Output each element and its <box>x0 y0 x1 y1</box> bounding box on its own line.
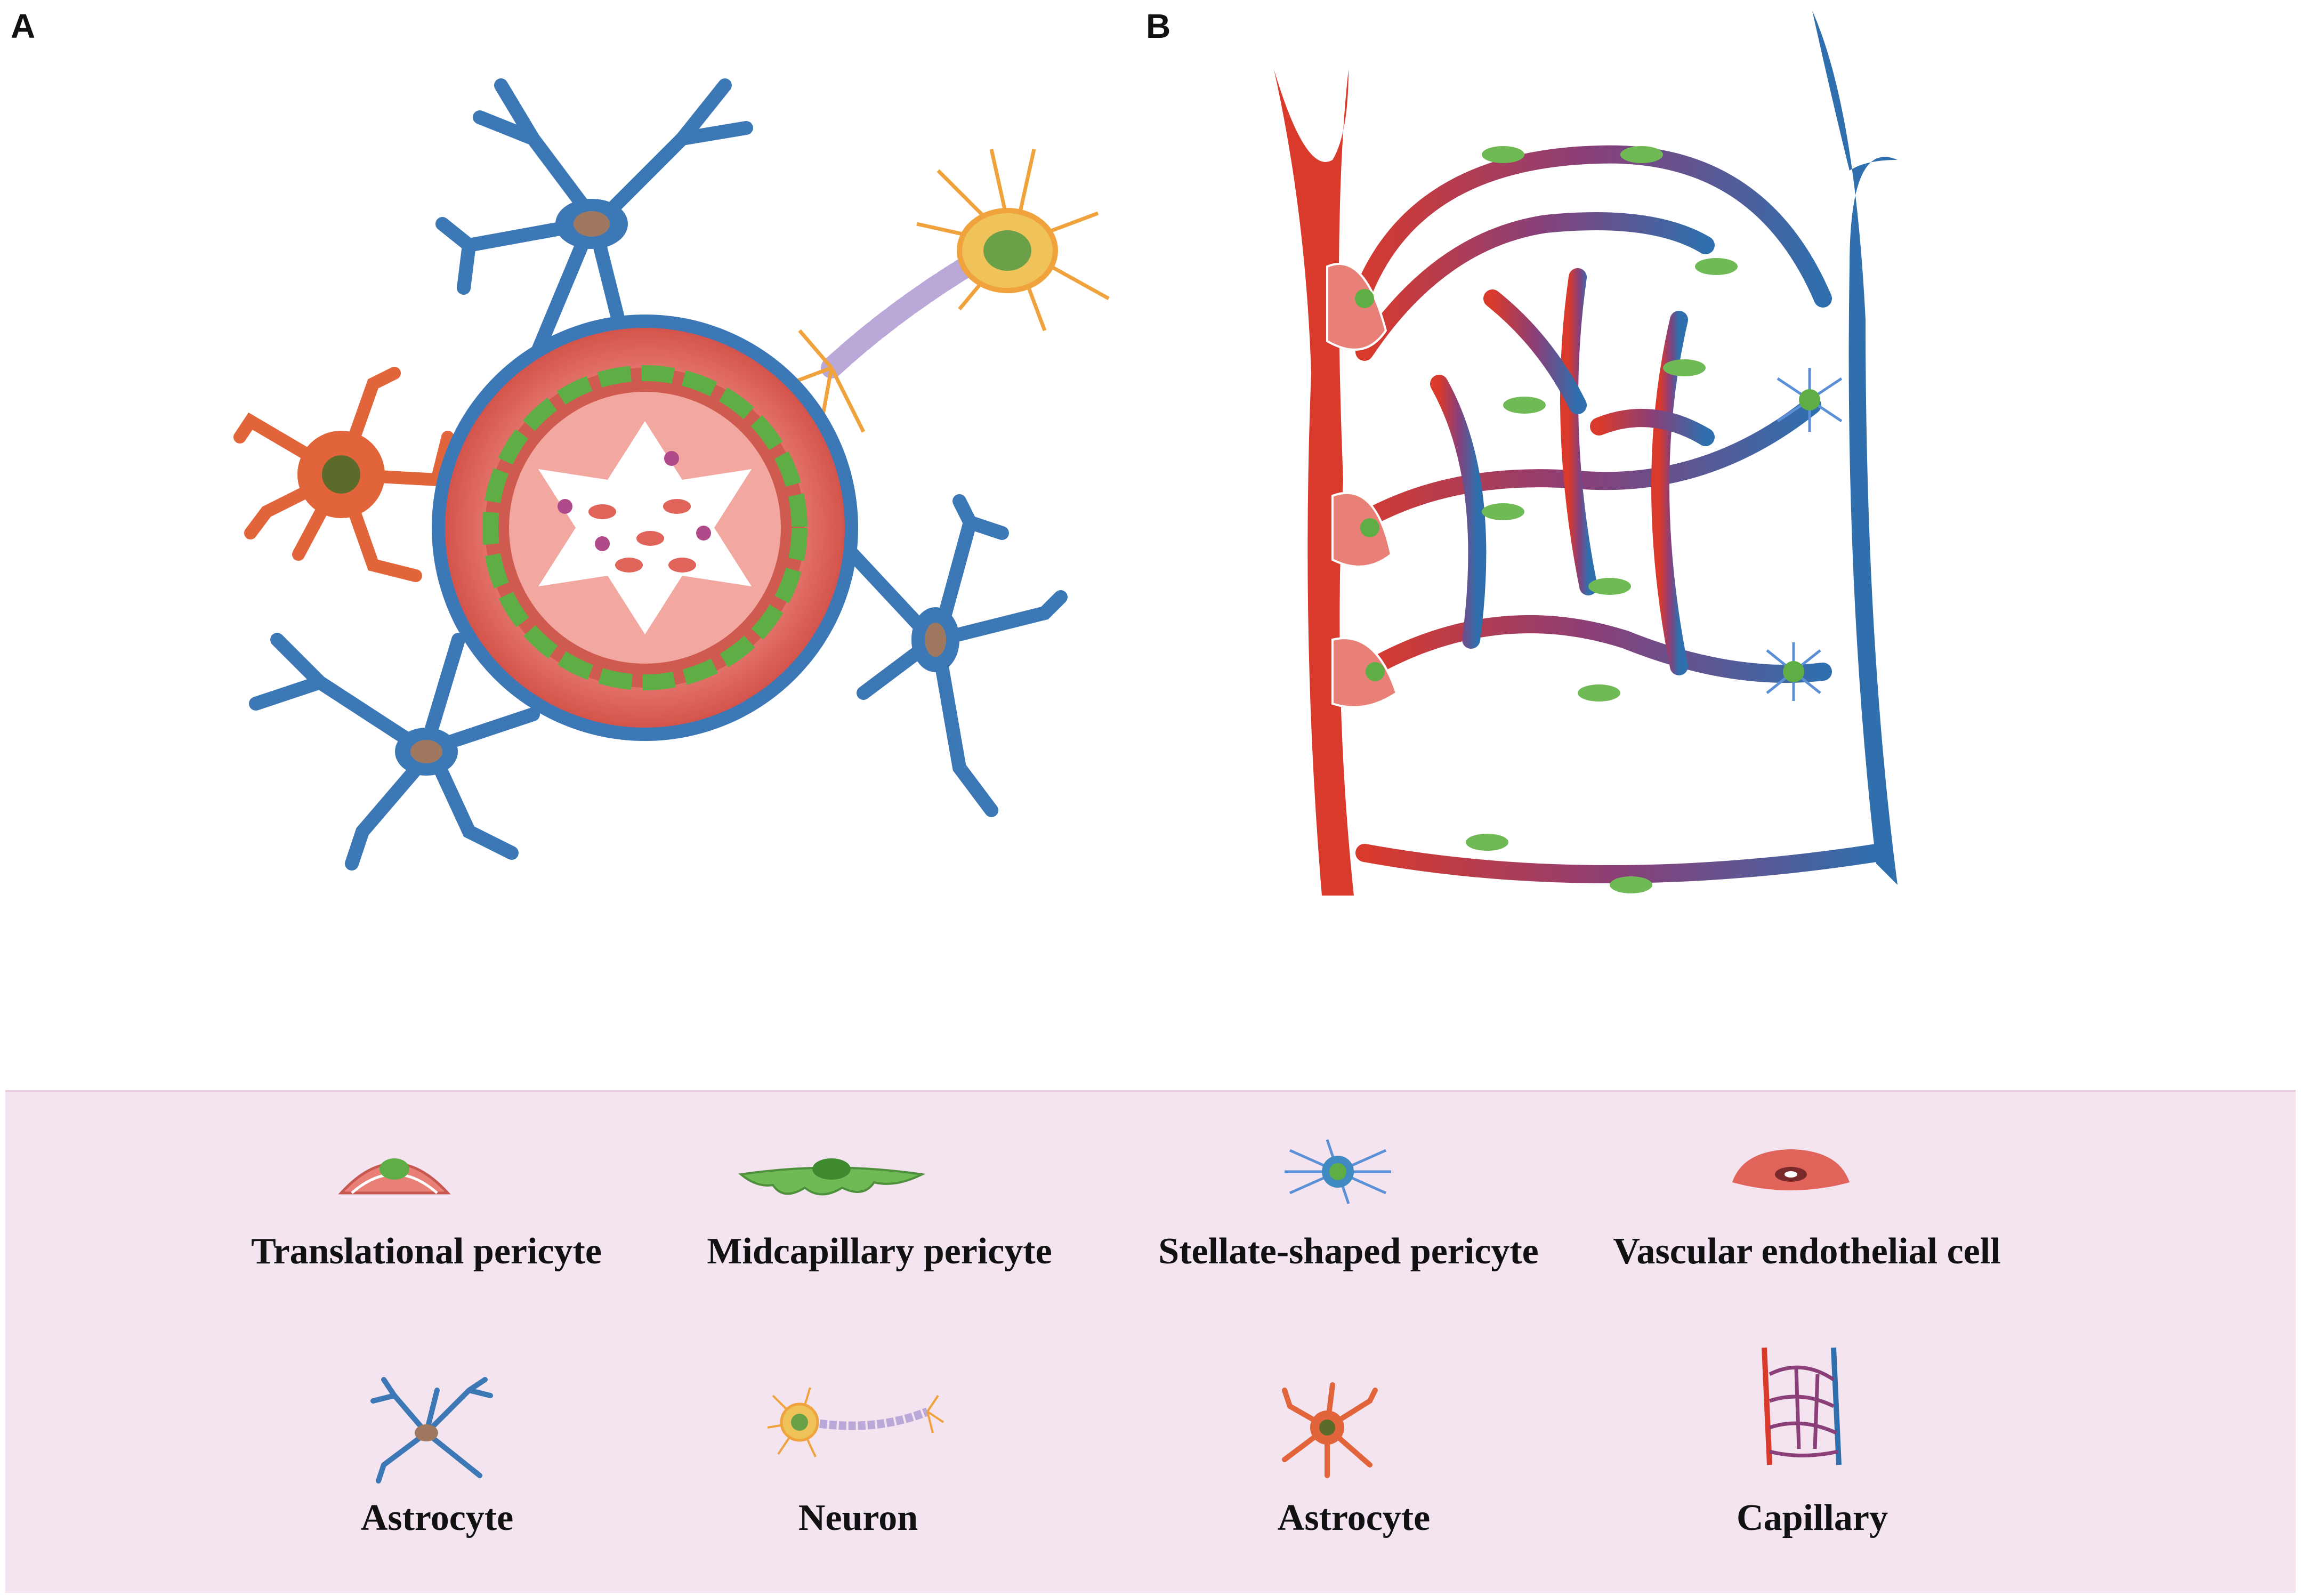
panel-a-diagram <box>233 78 1110 870</box>
legend-label-astrocyte-blue: Astrocyte <box>360 1497 514 1538</box>
translational-pericyte-marks <box>1326 263 1398 708</box>
blood-vessel-cross-section <box>432 315 858 741</box>
astrocyte-blue-icon <box>370 1377 493 1484</box>
neuron-icon <box>788 149 1110 433</box>
panel-b-capillary-network <box>1274 11 1898 896</box>
stellate-pericyte-icon <box>1285 1139 1391 1204</box>
figure-illustration <box>233 11 1898 896</box>
translational-pericyte-icon <box>338 1158 451 1195</box>
vein-vessel <box>1812 11 1898 885</box>
artery-vessel <box>1274 69 1354 896</box>
endothelial-cell-icon <box>1732 1149 1850 1190</box>
legend-label-astrocyte-orange: Astrocyte <box>1277 1497 1431 1538</box>
astrocyte-orange-icon <box>233 367 454 582</box>
panel-label-b: B <box>1146 7 1171 45</box>
legend-label-stellate-pericyte: Stellate-shaped pericyte <box>1158 1231 1539 1272</box>
capillary-legend-icon <box>1762 1347 1842 1465</box>
legend-label-capillary: Capillary <box>1737 1497 1888 1538</box>
midcapillary-pericyte-marks <box>1466 146 1738 893</box>
neuron-legend-icon <box>767 1387 944 1457</box>
midcapillary-pericyte-icon <box>738 1158 926 1196</box>
astrocyte-right-icon <box>846 494 1068 817</box>
legend-label-midcapillary-pericyte: Midcapillary pericyte <box>707 1231 1052 1272</box>
astrocyte-orange-legend-icon <box>1282 1382 1378 1478</box>
legend-label-translational-pericyte: Translational pericyte <box>251 1231 602 1272</box>
panel-label-a: A <box>11 7 36 45</box>
legend-label-endothelial-cell: Vascular endothelial cell <box>1613 1231 2001 1272</box>
astrocyte-left-icon <box>249 633 540 870</box>
legend-panel: Translational pericyte Midcapillary peri… <box>5 1090 2296 1593</box>
legend-label-neuron: Neuron <box>798 1497 918 1538</box>
stellate-pericyte-marks <box>1766 368 1843 701</box>
